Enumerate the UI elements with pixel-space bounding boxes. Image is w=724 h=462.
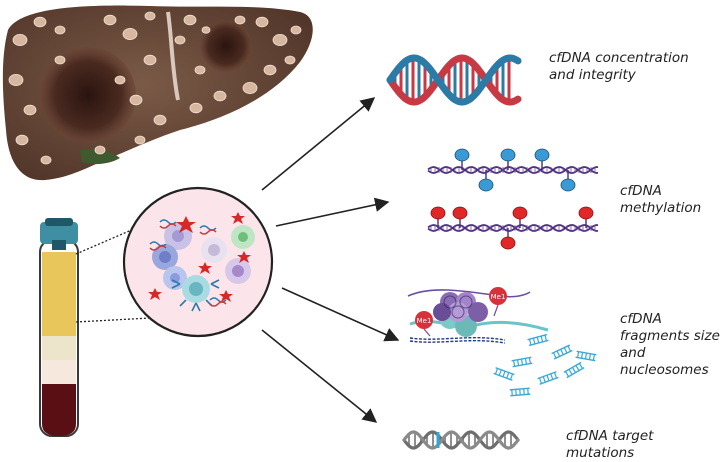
- histone: [468, 302, 488, 322]
- histone: [433, 303, 451, 321]
- cfdna-fragment: [575, 350, 597, 362]
- liver-nodule: [129, 94, 143, 106]
- methyl-mark-label: Me1: [491, 293, 506, 301]
- plasma-magnified-circle: [122, 186, 274, 338]
- liver-nodule: [213, 90, 227, 102]
- liver-nodule: [242, 82, 258, 95]
- liver-nodule: [103, 14, 117, 26]
- liver-nodule: [144, 11, 156, 21]
- methylation-strands: [427, 148, 599, 250]
- cfdna-fragment: [511, 356, 533, 368]
- liver-nodule: [23, 104, 37, 116]
- buffy-coat: [42, 336, 76, 360]
- liver-nodule: [114, 75, 126, 85]
- liver-nodule: [134, 135, 146, 145]
- liver-nodule: [40, 155, 52, 165]
- methyl-group: [578, 206, 594, 220]
- cfdna-fragment: [527, 333, 549, 347]
- liver-nodule: [8, 74, 24, 87]
- methyl-group: [500, 148, 516, 162]
- liver-nodule: [174, 35, 186, 45]
- liver-nodule: [94, 145, 106, 155]
- methyl-mark: [415, 311, 433, 329]
- liver-nodule: [234, 15, 246, 25]
- methyl-group: [478, 178, 494, 192]
- liver-nodule: [54, 55, 66, 65]
- lesion: [40, 47, 136, 143]
- methyl-group: [452, 206, 468, 220]
- methyl-group: [560, 178, 576, 192]
- methyl-mark-label: Me1: [417, 317, 432, 325]
- liver-nodule: [143, 54, 157, 66]
- methyl-group: [430, 206, 446, 220]
- liver-nodule: [194, 65, 206, 75]
- zoom-lines: [75, 221, 151, 323]
- cfdna-fragment: [509, 387, 531, 397]
- methyl-group: [512, 206, 528, 220]
- label-concentration-integrity: cfDNA concentration and integrity: [549, 50, 689, 83]
- liver-nodule: [189, 102, 203, 114]
- nucleosome-illustration: Me1 Me1: [407, 287, 597, 397]
- liver-nodule: [272, 34, 288, 47]
- liver-illustration: [2, 5, 313, 181]
- liver-nodule: [33, 16, 47, 28]
- liver-nodule: [263, 64, 277, 76]
- blood-tube: [39, 218, 79, 437]
- liver-nodule: [284, 55, 296, 65]
- liver-nodule: [201, 26, 211, 34]
- arrow-methylation: [275, 197, 390, 227]
- methyl-group: [534, 148, 550, 162]
- cfdna-fragment: [551, 344, 573, 360]
- liver-nodule: [255, 16, 269, 28]
- methyl-mark: [489, 287, 507, 305]
- cfdna-fragment: [563, 361, 585, 379]
- liver-nodule: [122, 27, 138, 40]
- tube-cap: [40, 222, 78, 244]
- arrow-concentration: [261, 97, 376, 191]
- label-target-mutations: cfDNA target mutations: [566, 428, 654, 461]
- liver-nodule: [153, 114, 167, 126]
- red-cells-layer: [42, 384, 76, 436]
- buffy-coat-2: [42, 360, 76, 384]
- arrows: [261, 97, 400, 423]
- liver-nodule: [54, 25, 66, 35]
- liver-nodule: [290, 25, 302, 35]
- liver-nodule: [15, 134, 29, 146]
- methyl-group: [500, 236, 516, 250]
- liver-nodule: [12, 34, 28, 47]
- dna-helix-icon: [386, 54, 522, 106]
- arrow-mutations: [261, 329, 378, 423]
- mutation-dna-icon: [402, 430, 520, 450]
- label-fragments-nucleosomes: cfDNA fragments size and nucleosomes: [620, 311, 720, 378]
- cfdna-fragment: [537, 371, 559, 385]
- methyl-group: [454, 148, 470, 162]
- liver-nodule: [183, 14, 197, 26]
- arrow-fragments: [281, 287, 400, 342]
- label-methylation: cfDNA methylation: [620, 183, 702, 216]
- lesion: [200, 20, 252, 72]
- cfdna-fragment: [493, 367, 515, 381]
- plasma-layer: [42, 252, 76, 336]
